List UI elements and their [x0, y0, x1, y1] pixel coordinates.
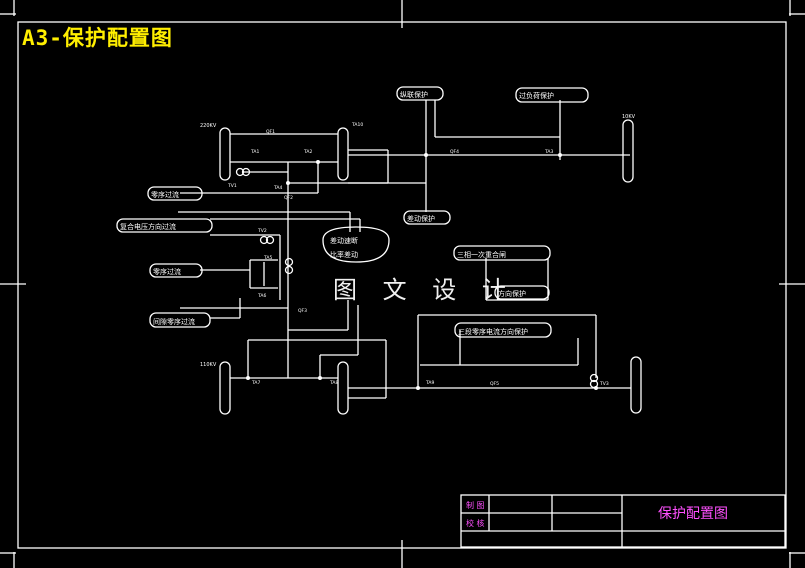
- protection-box-label: 三段零序电流方向保护: [458, 327, 528, 336]
- element-tag-label: QF4: [450, 149, 459, 155]
- bus-bar-right-lower: [630, 356, 642, 414]
- box-three-stage-zero-seq: [454, 322, 552, 338]
- watermark-text: 图 文 设 计: [333, 276, 515, 304]
- title-block: [460, 494, 786, 548]
- ellipse-protection-label: 比率差动: [330, 250, 358, 259]
- element-tag-label: QF1: [266, 129, 275, 135]
- element-tag-label: QF2: [284, 195, 293, 201]
- element-tag-label: QF3: [298, 308, 307, 314]
- element-tag-label: TV2: [257, 228, 267, 234]
- bus-voltage-label: 220KV: [200, 123, 217, 129]
- box-zero-seq-overcurrent-1: [147, 186, 203, 201]
- bus-voltage-label: 110KV: [200, 362, 217, 368]
- title-block-label-draw: 制 图: [466, 501, 485, 510]
- bus-bar-110kv-upper: [337, 127, 349, 181]
- box-gap-zero-seq-overcurrent: [149, 312, 211, 328]
- protection-box-label: 过负荷保护: [519, 91, 554, 100]
- element-tag-label: TA6: [257, 293, 266, 299]
- drawing-title: A3-保护配置图: [22, 26, 173, 50]
- box-overload-protection: [515, 87, 589, 103]
- box-differential-protection: [403, 210, 451, 225]
- protection-box-label: 零序过流: [151, 190, 179, 199]
- bus-bar-10kv-right-upper: [622, 119, 634, 183]
- protection-box-label: 纵联保护: [400, 90, 428, 99]
- bus-bar-left-lower: [219, 361, 231, 415]
- protection-box-label: 间隙零序过流: [153, 317, 195, 326]
- box-zero-seq-overcurrent-2: [149, 263, 203, 278]
- element-tag-label: TA7: [251, 380, 260, 386]
- protection-box-label: 零序过流: [153, 267, 181, 276]
- bus-bar-middle-lower: [337, 361, 349, 415]
- element-tag-label: TA9: [425, 380, 434, 386]
- box-three-phase-reclosing: [453, 245, 551, 261]
- protection-box-label: 复合电压方向过流: [120, 222, 176, 231]
- box-composite-voltage-overcurrent: [116, 218, 213, 233]
- title-block-drawing-name: 保护配置图: [658, 506, 728, 522]
- ellipse-protection-label: 差动速断: [330, 236, 358, 245]
- differential-protection-ellipse: [322, 226, 390, 263]
- protection-box-label: 方向保护: [498, 289, 526, 298]
- bus-bar-220kv: [219, 127, 231, 181]
- box-longitudinal-protection: [396, 86, 444, 101]
- element-tag-label: TA3: [544, 149, 553, 155]
- protection-box-label: 差动保护: [407, 214, 435, 223]
- element-tag-label: TA1: [250, 149, 259, 155]
- bus-voltage-label: 10KV: [622, 114, 636, 120]
- protection-box-label: 三相一次重合闸: [457, 250, 506, 259]
- drawing-frame: [17, 21, 787, 549]
- title-block-label-check: 校 核: [466, 519, 485, 528]
- element-tag-label: TA2: [303, 149, 312, 155]
- element-tag-label: TA8: [329, 380, 338, 386]
- element-tag-label: TV3: [599, 381, 609, 387]
- element-tag-label: TV1: [227, 183, 237, 189]
- element-tag-label: QF5: [490, 381, 499, 387]
- element-tag-label: TA5: [263, 255, 272, 261]
- element-tag-label: TA4: [273, 185, 282, 191]
- box-direction-protection: [494, 285, 550, 300]
- element-tag-label: TA10: [351, 122, 363, 128]
